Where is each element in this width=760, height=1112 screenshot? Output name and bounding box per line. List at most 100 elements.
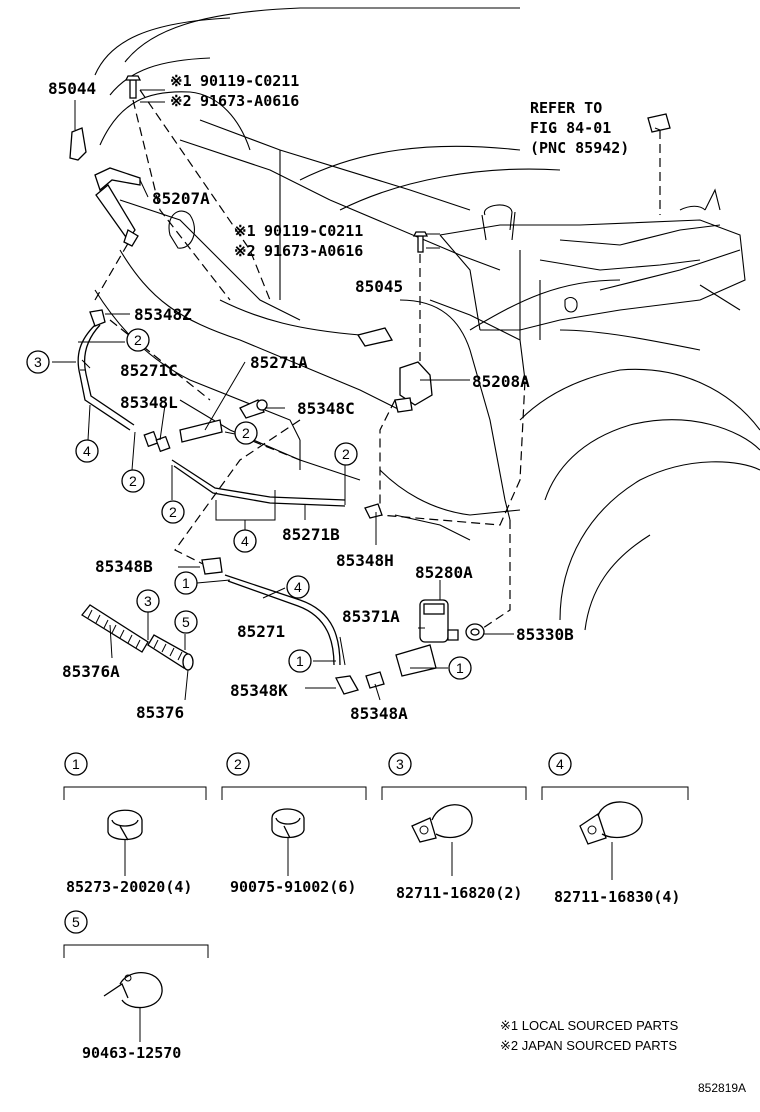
bolt-top-shape bbox=[124, 75, 142, 99]
svg-text:(PNC 85942): (PNC 85942) bbox=[530, 139, 629, 157]
label-85348K: 85348K bbox=[230, 681, 288, 700]
hose-85271a-shape bbox=[179, 419, 223, 443]
joint-85348c-shape bbox=[239, 399, 268, 419]
svg-text:4: 4 bbox=[294, 579, 302, 595]
svg-text:5: 5 bbox=[182, 614, 190, 630]
grommet-shape bbox=[465, 623, 485, 641]
callout-1: 1 bbox=[174, 571, 198, 595]
svg-text:1: 1 bbox=[456, 660, 464, 676]
svg-text:※2: ※2 bbox=[170, 92, 192, 110]
svg-text:1: 1 bbox=[72, 756, 80, 772]
label-85348B: 85348B bbox=[95, 557, 153, 576]
callout-2: 2 bbox=[234, 421, 258, 445]
callout-5: 5 bbox=[174, 610, 198, 634]
corrugated-tube-shape bbox=[81, 604, 194, 671]
label-85330B: 85330B bbox=[516, 625, 574, 644]
svg-text:1: 1 bbox=[296, 653, 304, 669]
callout-circles: 2 3 4 2 2 2 2 4 1 4 3 5 1 1 bbox=[26, 328, 472, 680]
label-85207A: 85207A bbox=[152, 189, 210, 208]
callout-1: 1 bbox=[448, 656, 472, 680]
label-85348L: 85348L bbox=[120, 393, 178, 412]
callout-4: 4 bbox=[75, 439, 99, 463]
callout-1: 1 bbox=[288, 649, 312, 673]
svg-text:2: 2 bbox=[169, 504, 177, 520]
bolt-top-note: ※1 90119-C0211 ※2 91673-A0616 bbox=[170, 72, 299, 110]
hose-85271-shape bbox=[224, 574, 341, 666]
vehicle-body-outline bbox=[94, 7, 760, 631]
clip-82711-16830-icon bbox=[579, 801, 643, 845]
svg-text:90119-C0211: 90119-C0211 bbox=[200, 72, 299, 90]
callout-4: 4 bbox=[233, 529, 257, 553]
svg-text:2: 2 bbox=[129, 473, 137, 489]
svg-text:FIG 84-01: FIG 84-01 bbox=[530, 119, 611, 137]
refer-part-shape bbox=[647, 113, 671, 133]
svg-text:91673-A0616: 91673-A0616 bbox=[264, 242, 363, 260]
svg-text:5: 5 bbox=[72, 914, 80, 930]
label-85348A: 85348A bbox=[350, 704, 408, 723]
callout-2: 2 bbox=[161, 500, 185, 524]
svg-text:1: 1 bbox=[182, 575, 190, 591]
label-85348C: 85348C bbox=[297, 399, 355, 418]
legend-item-1: 1 85273-20020(4) bbox=[63, 752, 207, 896]
label-85348Z: 85348Z bbox=[134, 305, 192, 324]
sourcing-notes: ※1 LOCAL SOURCED PARTS ※2 JAPAN SOURCED … bbox=[500, 1018, 679, 1053]
legend-item-3: 3 82711-16820(2) bbox=[381, 752, 527, 902]
svg-text:※2: ※2 bbox=[234, 242, 256, 260]
label-85208A: 85208A bbox=[472, 372, 530, 391]
label-85280A: 85280A bbox=[415, 563, 473, 582]
joint-85348a-shape bbox=[365, 671, 385, 689]
refer-note: REFER TO FIG 84-01 (PNC 85942) bbox=[530, 99, 629, 157]
legend-item-5: 5 90463-12570 bbox=[63, 910, 209, 1062]
clip-90075-91002-icon bbox=[271, 808, 305, 839]
svg-text:4: 4 bbox=[556, 756, 564, 772]
svg-text:2: 2 bbox=[342, 446, 350, 462]
svg-text:91673-A0616: 91673-A0616 bbox=[200, 92, 299, 110]
svg-text:4: 4 bbox=[83, 443, 91, 459]
label-85271C: 85271C bbox=[120, 361, 178, 380]
clip-85273-20020-icon bbox=[107, 809, 143, 841]
svg-text:※1: ※1 bbox=[170, 72, 192, 90]
joint-85348b-shape bbox=[201, 557, 223, 575]
hose-85271b-shape bbox=[171, 459, 346, 501]
label-85271: 85271 bbox=[237, 622, 285, 641]
washer-pump-shape bbox=[395, 599, 459, 677]
headlamp-washer-cylinder-left bbox=[94, 167, 141, 247]
label-85271B: 85271B bbox=[282, 525, 340, 544]
note-japan-sourced: ※2 JAPAN SOURCED PARTS bbox=[500, 1038, 677, 1053]
label-85045: 85045 bbox=[355, 277, 403, 296]
callout-2: 2 bbox=[334, 442, 358, 466]
label-85376A: 85376A bbox=[62, 662, 120, 681]
headlamp-washer-cylinder-right bbox=[394, 361, 433, 413]
svg-text:※1: ※1 bbox=[234, 222, 256, 240]
svg-text:3: 3 bbox=[396, 756, 404, 772]
legend-item-4: 4 82711-16830(4) bbox=[541, 752, 689, 906]
joint-85348k-shape bbox=[335, 675, 359, 695]
clip-90463-12570-icon bbox=[103, 972, 163, 1009]
joint-85348z-shape bbox=[89, 309, 106, 327]
note-local-sourced: ※1 LOCAL SOURCED PARTS bbox=[500, 1018, 679, 1033]
svg-text:2: 2 bbox=[134, 332, 142, 348]
callout-2: 2 bbox=[126, 328, 150, 352]
svg-text:90119-C0211: 90119-C0211 bbox=[264, 222, 363, 240]
legend-part-3: 82711-16820(2) bbox=[396, 884, 522, 902]
washer-cap-shape bbox=[69, 127, 87, 161]
legend-item-2: 2 90075-91002(6) bbox=[221, 752, 367, 896]
legend-part-4: 82711-16830(4) bbox=[554, 888, 680, 906]
label-85371A: 85371A bbox=[342, 607, 400, 626]
hose-85271c-shape bbox=[77, 324, 131, 431]
illustration-id: 852819A bbox=[698, 1081, 746, 1095]
label-85271A: 85271A bbox=[250, 353, 308, 372]
label-85348H: 85348H bbox=[336, 551, 394, 570]
joint-85348h-shape bbox=[364, 503, 383, 519]
callout-3: 3 bbox=[136, 589, 160, 613]
svg-text:3: 3 bbox=[34, 354, 42, 370]
svg-text:4: 4 bbox=[241, 533, 249, 549]
clip-82711-16820-icon bbox=[411, 804, 473, 843]
legend-part-5: 90463-12570 bbox=[82, 1044, 181, 1062]
svg-text:2: 2 bbox=[242, 425, 250, 441]
callout-3: 3 bbox=[26, 350, 50, 374]
bolt-mid-shape bbox=[412, 231, 429, 253]
bolt-mid-note: ※1 90119-C0211 ※2 91673-A0616 bbox=[234, 222, 363, 260]
callout-2: 2 bbox=[121, 469, 145, 493]
